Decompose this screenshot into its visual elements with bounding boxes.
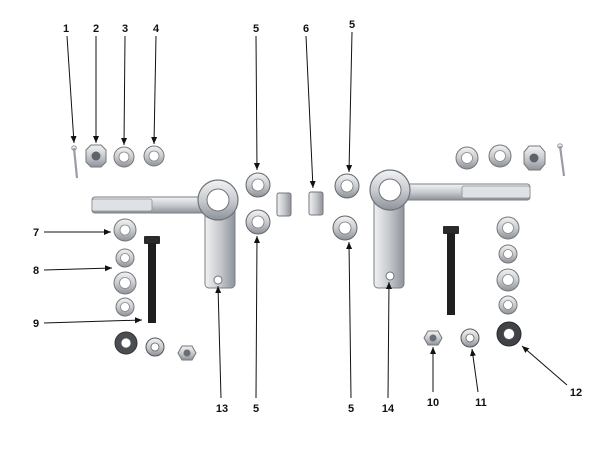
callout-label-5c: 5 (253, 403, 259, 415)
washer-right-a (455, 146, 479, 170)
washer-left-8b (113, 271, 137, 295)
hex-nut-right-10 (423, 330, 443, 346)
callout-label-14: 14 (382, 403, 395, 415)
bolt-right (443, 226, 459, 315)
spindle-left (91, 179, 239, 289)
bushing-5-top-right (334, 173, 360, 199)
washer-left-8a (115, 248, 135, 268)
washer-left-7 (113, 218, 137, 242)
washer-left-bottom (145, 337, 165, 357)
washer-left-4 (143, 145, 165, 167)
bushing-5-bottom-left (245, 209, 271, 235)
spindle-right (369, 169, 531, 289)
washer-left-3 (113, 146, 135, 168)
washer-right-stack-4 (498, 295, 518, 315)
callout-label-9: 9 (33, 318, 39, 330)
cotter-pin-right (557, 143, 566, 177)
castle-nut-right (523, 145, 546, 171)
callout-label-5b: 5 (349, 19, 355, 31)
callout-label-2: 2 (93, 23, 99, 35)
callout-label-1: 1 (63, 23, 69, 35)
thick-washer-right-12 (496, 321, 522, 347)
callout-label-8: 8 (33, 265, 39, 277)
callout-label-5d: 5 (348, 403, 354, 415)
callout-label-12: 12 (570, 387, 582, 399)
callout-label-3: 3 (122, 23, 128, 35)
washer-right-stack-1 (496, 216, 520, 240)
spacer-6-left (276, 192, 292, 217)
bushing-5-top-left (245, 172, 271, 198)
callout-arrows (43, 31, 568, 399)
washer-right-11 (460, 328, 480, 348)
callout-label-4: 4 (153, 23, 160, 35)
callout-label-6: 6 (303, 23, 309, 35)
washer-right-stack-3 (496, 268, 520, 292)
cotter-pin-left (71, 145, 79, 179)
washer-right-b (488, 144, 512, 168)
washer-left-8c (115, 297, 135, 317)
callout-label-10: 10 (427, 397, 439, 409)
thick-washer-left (114, 331, 138, 355)
callout-label-7: 7 (33, 227, 39, 239)
castle-nut-left (85, 144, 107, 168)
callout-label-13: 13 (216, 403, 228, 415)
bolt-left (144, 236, 160, 323)
hex-nut-left-bottom (177, 345, 197, 361)
callout-labels: 1 2 3 4 5 6 5 7 8 9 13 5 5 14 10 11 12 (33, 19, 582, 415)
callout-label-5a: 5 (253, 23, 259, 35)
callout-label-11: 11 (475, 397, 487, 409)
washer-right-stack-2 (498, 244, 518, 264)
bushing-5-bottom-right (332, 215, 358, 241)
spacer-6-right (308, 191, 324, 216)
